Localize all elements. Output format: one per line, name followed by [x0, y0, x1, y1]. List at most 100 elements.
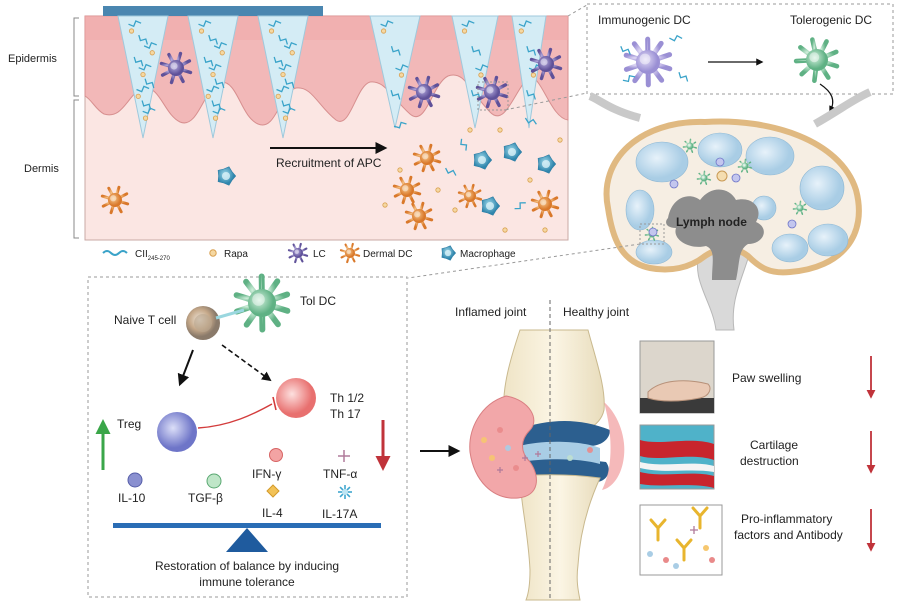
tgfb-label: TGF-β [188, 491, 223, 505]
tol-dc-label: Tol DC [300, 294, 336, 308]
rapa-particle [543, 228, 547, 232]
epidermis-label: Epidermis [8, 53, 57, 65]
rapa-particle [528, 178, 532, 182]
zoom-line-top [568, 5, 587, 16]
rapa-particle [531, 73, 535, 77]
afferent-vessel-right [815, 92, 870, 124]
immune-balance-panel: Naive T cell Tol DC Treg Th 1/2 Th 17 IL… [88, 276, 407, 597]
naive-t-nucleus [194, 314, 212, 332]
rapa-particle [468, 128, 472, 132]
rapa-particle [453, 208, 457, 212]
rapa-particle [276, 94, 280, 98]
lymph-t-cell [670, 180, 678, 188]
lc-icon [289, 244, 307, 262]
factor-particle [647, 551, 653, 557]
peptide-icon [103, 251, 127, 255]
legend-lc-label: LC [313, 249, 326, 260]
rapa-particle [383, 203, 387, 207]
rapa-particle [558, 138, 562, 142]
inflamed-joint-label: Inflamed joint [455, 305, 527, 319]
rapa-particle [290, 51, 294, 55]
joint-particle [481, 437, 487, 443]
afferent-vessel-left [590, 96, 640, 118]
balance-beam [113, 523, 381, 528]
outcome-panel: Paw swelling Cartilage destruction Pro-i… [640, 341, 871, 575]
factors-illustration [640, 505, 722, 575]
rapa-particle [211, 72, 215, 76]
joint-particle [505, 445, 511, 451]
rapa-particle [381, 29, 385, 33]
skin-panel: Epidermis Dermis Recruitment of APC [8, 6, 568, 240]
lymph-follicle [636, 142, 688, 182]
il17a-label: IL-17A [322, 507, 357, 521]
joint-particle [497, 427, 503, 433]
il4-label: IL-4 [262, 506, 283, 520]
lymph-t-cell [788, 220, 796, 228]
lower-bone [520, 475, 600, 600]
rapa-particle [269, 29, 273, 33]
rapa-particle [150, 51, 154, 55]
rapa-icon [210, 250, 216, 256]
macrophage-legend-glyph [442, 246, 456, 260]
joint-particle [575, 449, 581, 455]
legend-macrophage-label: Macrophage [460, 249, 516, 260]
dermis-label: Dermis [24, 163, 59, 175]
tolerogenic-dc-label: Tolerogenic DC [790, 13, 872, 27]
lymph-follicle [772, 234, 808, 262]
dermal-dc-legend-glyph [341, 244, 359, 262]
tgfb-icon [207, 474, 221, 488]
healthy-joint-label: Healthy joint [563, 305, 630, 319]
recruitment-label: Recruitment of APC [276, 156, 382, 170]
balance-caption-line1: Restoration of balance by inducing [155, 559, 339, 573]
rapa-particle [220, 51, 224, 55]
patch-backing [103, 6, 323, 16]
legend-dermal-dc-label: Dermal DC [363, 249, 412, 260]
rapa-particle [519, 29, 523, 33]
lymph-naive-cell [717, 171, 727, 181]
il10-icon [128, 473, 142, 487]
outcome-cartilage-label-1: Cartilage [750, 438, 798, 452]
factor-particle [673, 563, 679, 569]
naive-t-label: Naive T cell [114, 313, 176, 327]
dermal-dc-icon [341, 244, 359, 262]
factor-particle [703, 545, 709, 551]
rapa-particle [143, 116, 147, 120]
outcome-factors-label-1: Pro-inflammatory [741, 512, 832, 526]
ifng-label: IFN-γ [252, 467, 281, 481]
rapa-particle [398, 168, 402, 172]
lymph-t-cell [649, 228, 657, 236]
macrophage-icon [442, 246, 456, 260]
balance-caption-line2: immune tolerance [199, 575, 295, 589]
lymph-node-label: Lymph node [676, 215, 747, 229]
rapa-particle [503, 228, 507, 232]
joint-particle [587, 447, 593, 453]
il17a-core [342, 489, 348, 495]
rapa-particle [281, 72, 285, 76]
paw-photo [640, 341, 714, 413]
outcome-paw-label: Paw swelling [732, 371, 801, 385]
rapa-particle [283, 116, 287, 120]
factor-particle [709, 557, 715, 563]
treg-cell [157, 412, 197, 452]
rapa-particle [479, 73, 483, 77]
rapa-particle [206, 94, 210, 98]
lymph-follicle [800, 166, 844, 210]
factor-particle [663, 557, 669, 563]
joint-particle [513, 465, 519, 471]
legend: CII245-270 Rapa LC Dermal DC Macrophage [103, 244, 516, 262]
rapa-particle [213, 116, 217, 120]
immunogenic-dc-label: Immunogenic DC [598, 13, 691, 27]
rapa-particle [462, 29, 466, 33]
rapa-particle [436, 188, 440, 192]
th-cell [276, 378, 316, 418]
rapa-particle [136, 94, 140, 98]
rapa-particle [141, 72, 145, 76]
tnfa-label: TNF-α [323, 467, 357, 481]
ifng-icon [270, 449, 283, 462]
lymph-follicle [746, 137, 794, 175]
treg-label: Treg [117, 417, 141, 431]
il10-label: IL-10 [118, 491, 146, 505]
th12-label: Th 1/2 [330, 391, 364, 405]
